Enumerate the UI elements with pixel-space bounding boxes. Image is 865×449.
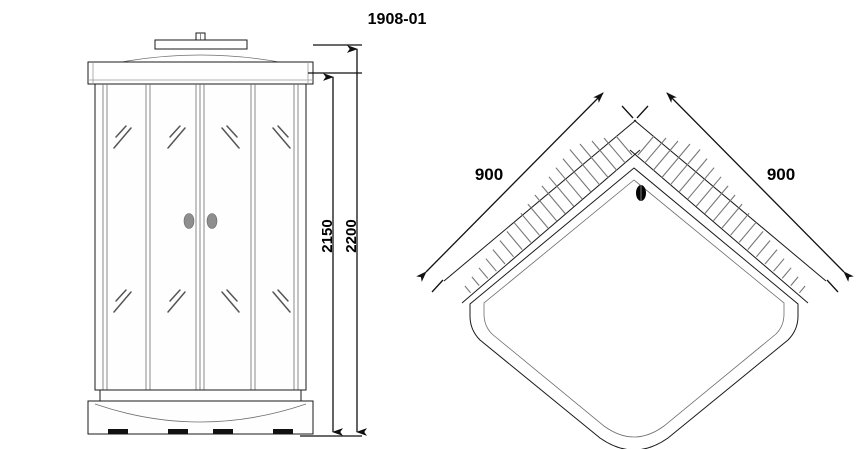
- panel-divider-3: [250, 84, 256, 390]
- tray-foot: [213, 429, 233, 434]
- frame-post-right: [293, 84, 299, 390]
- cabin-body: [94, 83, 307, 391]
- front-elevation-view: 2150 2200: [87, 32, 367, 437]
- base-tray: [87, 389, 314, 435]
- ext-tick-left-upper: [636, 105, 649, 119]
- ext-tick-right-lower: [826, 279, 839, 293]
- roof-cap: [87, 61, 314, 85]
- glass-mark: [221, 289, 240, 313]
- glass-mark: [167, 289, 186, 313]
- dimension-label-2200: 2200: [343, 219, 360, 252]
- quadrant-tray-inner: [483, 179, 785, 438]
- roof-top-plate: [154, 39, 248, 50]
- glass-mark: [221, 125, 240, 149]
- glass-mark: [113, 289, 132, 313]
- dimension-label-900-left: 900: [475, 165, 503, 184]
- tray-foot: [273, 429, 293, 434]
- dimension-line-900-right: [666, 92, 854, 282]
- quadrant-tray-outer: [469, 167, 799, 449]
- glass-mark: [167, 125, 186, 149]
- dimension-line-900-left: [416, 92, 604, 282]
- frame-post-left: [102, 84, 108, 390]
- glass-marks-upper: [113, 125, 291, 149]
- dimension-label-900-right: 900: [767, 165, 795, 184]
- ext-tick-right-upper: [621, 105, 634, 119]
- door-handle-left[interactable]: [183, 213, 195, 229]
- door-handle-right[interactable]: [206, 213, 218, 229]
- glass-mark: [272, 289, 291, 313]
- glass-mark: [272, 125, 291, 149]
- base-tray-curve: [94, 403, 307, 423]
- ext-tick-left-lower: [431, 279, 444, 293]
- drawing-title: 1908-01: [368, 11, 427, 28]
- hatched-wall-right: [637, 135, 806, 294]
- panel-divider-center: [195, 84, 205, 390]
- plan-view: 900 900: [416, 92, 854, 449]
- tray-foot: [168, 429, 188, 434]
- panel-divider-1: [145, 84, 151, 390]
- hatched-wall-left: [464, 135, 633, 294]
- dimension-label-2150: 2150: [319, 219, 336, 252]
- glass-marks-lower: [113, 289, 291, 313]
- tray-foot: [108, 429, 128, 434]
- glass-mark: [113, 125, 132, 149]
